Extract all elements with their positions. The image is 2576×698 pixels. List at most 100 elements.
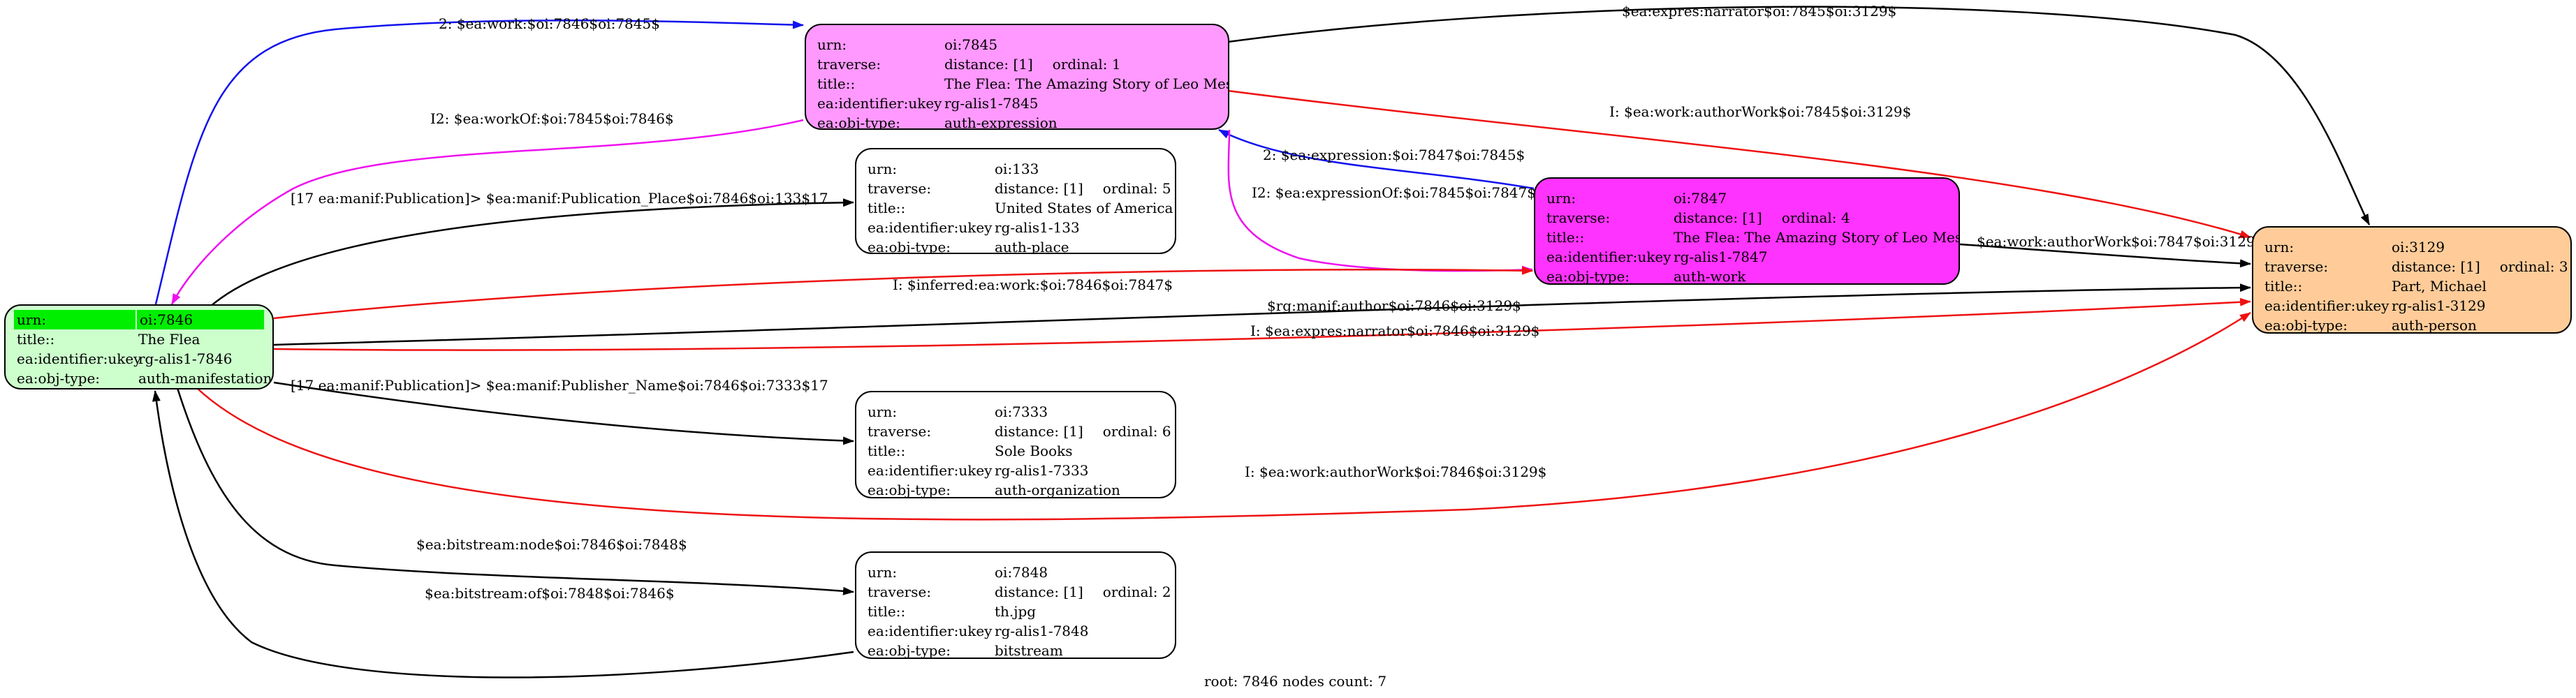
node-traverse-row: traverse: distance: [1]ordinal: 1	[814, 54, 1220, 74]
edge-label-rg-author: $rg:manif:author$oi:7846$oi:3129$	[1267, 297, 1521, 314]
field-label: title::	[817, 75, 856, 92]
field-value: oi:7847	[1674, 190, 1727, 207]
field-label: ea:obj-type:	[868, 482, 951, 498]
graph-footer: root: 7846 nodes count: 7	[1204, 673, 1387, 690]
field-value: distance: [1]ordinal: 5	[995, 180, 1171, 197]
field-label: title::	[868, 200, 906, 216]
field-value: rg-alis1-7846	[138, 350, 233, 367]
edge-bitstream-of	[152, 390, 854, 678]
field-label: ea:obj-type:	[868, 239, 951, 254]
edge-workof	[170, 119, 804, 305]
field-value: auth-expression	[944, 114, 1058, 130]
edge-label-workof: I2: $ea:workOf:$oi:7845$oi:7846$	[430, 110, 674, 127]
node-3129[interactable]: urn: oi:3129 traverse: distance: [1]ordi…	[2252, 226, 2572, 334]
field-label: ea:identifier:ukey	[868, 462, 993, 479]
node-ukey-row: ea:identifier:ukey rg-alis1-7845	[814, 94, 1220, 113]
edge-label-bitstream-node: $ea:bitstream:node$oi:7846$oi:7848$	[416, 536, 687, 553]
field-label: traverse:	[868, 180, 932, 197]
field-label: traverse:	[2264, 258, 2329, 275]
edge-label-expression: 2: $ea:expression:$oi:7847$oi:7845$	[1263, 147, 1525, 163]
edge-label-work: 2: $ea:work:$oi:7846$oi:7845$	[439, 15, 660, 32]
edge-label-authorwork-7847: $ea:work:authorWork$oi:7847$oi:3129$	[1977, 233, 2264, 250]
field-value: auth-manifestation	[138, 370, 272, 387]
edge-authorwork-7847	[1959, 243, 2251, 268]
node-objtype-row: ea:obj-type: auth-work	[1544, 267, 1950, 285]
field-value: Sole Books	[995, 443, 1073, 459]
field-label: urn:	[14, 310, 137, 329]
field-value: bitstream	[995, 642, 1063, 659]
node-133[interactable]: urn: oi:133 traverse: distance: [1]ordin…	[855, 148, 1176, 254]
node-objtype-row: ea:obj-type: auth-organization	[865, 480, 1166, 498]
edge-narrator-7846	[273, 297, 2251, 351]
field-label: ea:identifier:ukey	[1546, 248, 1671, 265]
edge-inferred	[273, 266, 1533, 320]
node-ukey-row: ea:identifier:ukey rg-alis1-7847	[1544, 247, 1950, 267]
node-traverse-row: traverse: distance: [1]ordinal: 2	[865, 582, 1171, 602]
edge-label-narrator-7846: I: $ea:expres:narrator$oi:7846$oi:3129$	[1250, 322, 1540, 339]
field-value: distance: [1]ordinal: 4	[1674, 209, 1850, 226]
edge-authorwork-7846	[196, 311, 2251, 521]
field-value: auth-person	[2392, 317, 2477, 334]
node-traverse-row: traverse: distance: [1]ordinal: 5	[865, 179, 1171, 198]
node-ukey-row: ea:identifier:ukey rg-alis1-7848	[865, 621, 1166, 641]
edge-bitstream-node	[176, 387, 854, 595]
node-7848[interactable]: urn: oi:7848 traverse: distance: [1]ordi…	[855, 551, 1176, 659]
field-value: The Flea	[138, 331, 200, 348]
field-value: rg-alis1-7333	[995, 462, 1089, 479]
field-label: urn:	[868, 564, 898, 581]
node-urn-row: urn: oi:7848	[865, 563, 1166, 582]
node-urn-row: urn: oi:133	[865, 159, 1166, 179]
field-label: traverse:	[1546, 209, 1611, 226]
field-label: title::	[868, 443, 906, 459]
field-label: ea:obj-type:	[1546, 268, 1630, 285]
node-ukey-row: ea:identifier:ukey rg-alis1-3129	[2262, 296, 2562, 315]
edge-label-inferred: I: $inferred:ea:work:$oi:7846$oi:7847$	[893, 276, 1173, 293]
field-label: ea:obj-type:	[868, 642, 951, 659]
field-value: Part, Michael	[2392, 278, 2487, 295]
field-label: traverse:	[868, 584, 932, 600]
field-label: ea:obj-type:	[817, 114, 901, 130]
field-value: The Flea: The Amazing Story of Leo Messi	[944, 75, 1229, 92]
node-traverse-row: traverse: distance: [1]ordinal: 4	[1544, 208, 1950, 228]
node-7847[interactable]: urn: oi:7847 traverse: distance: [1]ordi…	[1534, 177, 1960, 285]
field-value: United States of America	[995, 200, 1173, 216]
field-value: auth-organization	[995, 482, 1120, 498]
field-value: oi:7848	[995, 564, 1048, 581]
field-value: auth-work	[1674, 268, 1746, 285]
field-label: urn:	[868, 161, 898, 177]
node-objtype-row: ea:obj-type: auth-expression	[814, 113, 1220, 130]
field-label: urn:	[817, 36, 847, 53]
node-ukey-row: ea:identifier:ukey rg-alis1-133	[865, 218, 1166, 237]
field-label: urn:	[2264, 239, 2295, 255]
node-ukey-row: ea:identifier:ukey rg-alis1-7846	[14, 349, 264, 369]
field-value: distance: [1]ordinal: 2	[995, 584, 1171, 600]
edge-expressionof	[1227, 129, 1533, 274]
field-value: rg-alis1-7847	[1674, 248, 1768, 265]
field-label: ea:identifier:ukey	[868, 623, 993, 639]
field-value: rg-alis1-3129	[2392, 297, 2486, 314]
node-title-row: title:: The Flea	[14, 329, 264, 349]
field-label: traverse:	[868, 423, 932, 440]
field-value: rg-alis1-7848	[995, 623, 1089, 639]
field-label: urn:	[1546, 190, 1576, 207]
field-value: oi:7845	[944, 36, 998, 53]
edge-label-narrator-7845: $ea:expres:narrator$oi:7845$oi:3129$	[1622, 3, 1897, 20]
node-objtype-row: ea:obj-type: auth-place	[865, 237, 1166, 254]
edge-work	[154, 20, 804, 308]
node-7845[interactable]: urn: oi:7845 traverse: distance: [1]ordi…	[805, 24, 1229, 130]
node-7333[interactable]: urn: oi:7333 traverse: distance: [1]ordi…	[855, 391, 1176, 498]
node-title-row: title:: Sole Books	[865, 441, 1166, 461]
field-value: auth-place	[995, 239, 1069, 254]
edge-publisher	[273, 381, 854, 445]
node-7846[interactable]: urn: oi:7846 title:: The Flea ea:identif…	[4, 304, 274, 389]
node-title-row: title:: The Flea: The Amazing Story of L…	[1544, 228, 1959, 247]
edge-label-bitstream-of: $ea:bitstream:of$oi:7848$oi:7846$	[425, 585, 675, 602]
node-title-row: title:: United States of America	[865, 198, 1173, 218]
node-urn-row: urn: oi:7333	[865, 402, 1166, 422]
node-urn-row: urn: oi:7845	[814, 35, 1220, 54]
edge-authorwork-7845	[1227, 89, 2251, 239]
node-title-row: title:: th.jpg	[865, 602, 1166, 621]
field-value: oi:7333	[995, 403, 1048, 420]
field-label: ea:obj-type:	[2264, 317, 2348, 334]
edge-label-publisher: [17 ea:manif:Publication]> $ea:manif:Pub…	[291, 377, 828, 394]
